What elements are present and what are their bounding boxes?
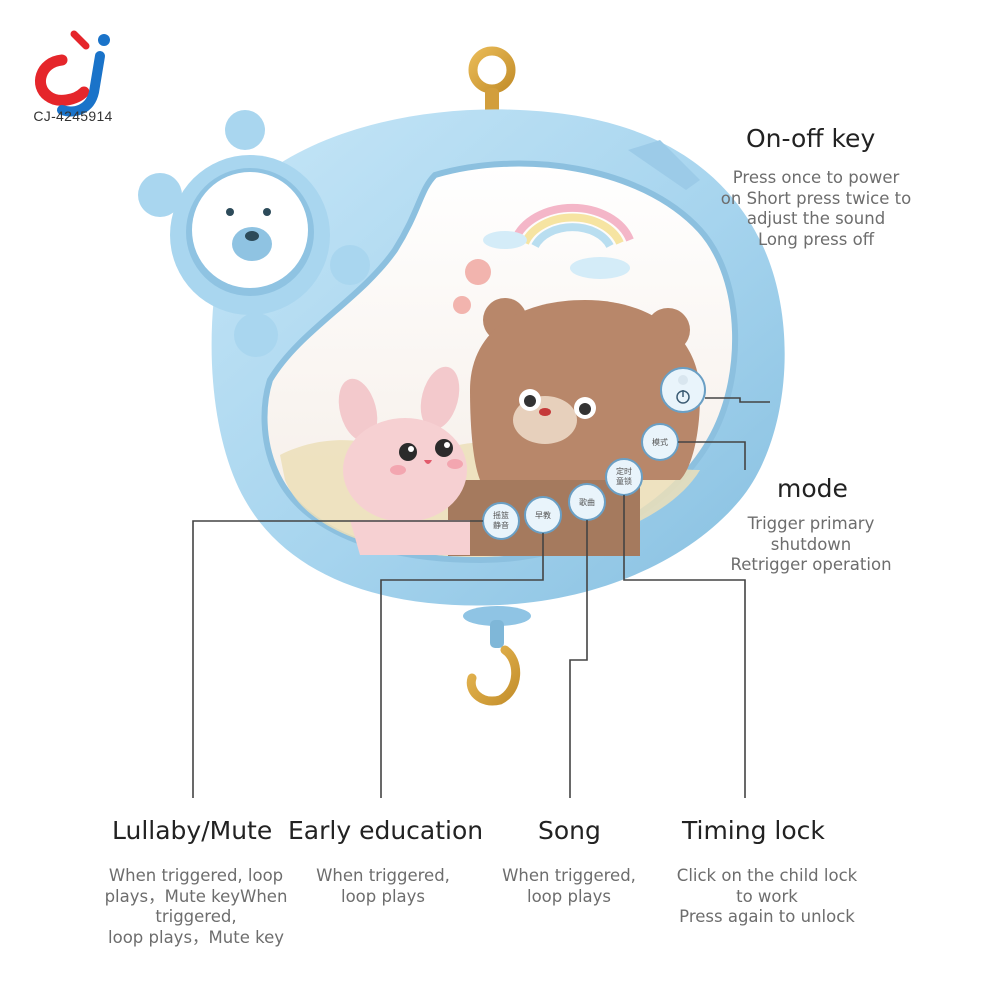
lullaby-title: Lullaby/Mute bbox=[112, 816, 273, 845]
song-title: Song bbox=[538, 816, 601, 845]
callout-lines bbox=[192, 397, 770, 798]
early-education-title: Early education bbox=[288, 816, 484, 845]
bottom-hook bbox=[463, 606, 531, 706]
pink-bunny-illustration bbox=[338, 366, 470, 555]
early-education-button[interactable]: 早教 bbox=[524, 496, 562, 534]
lullaby-description: When triggered, loop plays，Mute keyWhen … bbox=[104, 866, 288, 947]
timing-lock-title: Timing lock bbox=[682, 816, 825, 845]
mode-button[interactable]: 模式 bbox=[641, 423, 679, 461]
mode-title: mode bbox=[777, 474, 848, 503]
early-education-description: When triggered, loop plays bbox=[316, 866, 450, 906]
song-button-label: 歌曲 bbox=[579, 497, 595, 507]
lullaby-label-2: 静音 bbox=[493, 520, 509, 530]
early-education-label: 早教 bbox=[535, 510, 551, 520]
callout-line-timing bbox=[623, 495, 746, 798]
power-button[interactable] bbox=[660, 367, 706, 413]
timing-lock-button[interactable]: 定时 童锁 bbox=[605, 458, 643, 496]
onoff-description: Press once to power on Short press twice… bbox=[720, 168, 912, 249]
callout-line-onoff bbox=[705, 397, 770, 403]
bear-projector-head bbox=[138, 110, 370, 357]
product-sku: CJ-4245914 bbox=[33, 108, 113, 124]
callout-line-early bbox=[380, 533, 544, 798]
brand-logo bbox=[35, 30, 110, 117]
song-description: When triggered, loop plays bbox=[502, 866, 636, 906]
callout-line-mode bbox=[678, 441, 746, 470]
callout-line-song bbox=[569, 520, 588, 798]
rainbow-decoration bbox=[453, 203, 634, 314]
timing-lock-label-1: 定时 bbox=[616, 466, 632, 476]
timing-lock-description: Click on the child lock to work Press ag… bbox=[676, 866, 858, 926]
lullaby-mute-button[interactable]: 摇篮 静音 bbox=[482, 502, 520, 540]
song-button[interactable]: 歌曲 bbox=[568, 483, 606, 521]
lullaby-label-1: 摇篮 bbox=[493, 510, 509, 520]
callout-line-lullaby bbox=[192, 520, 483, 798]
mode-description: Trigger primary shutdown Retrigger opera… bbox=[730, 514, 892, 574]
onoff-title: On-off key bbox=[746, 124, 876, 153]
timing-lock-label-2: 童锁 bbox=[616, 476, 632, 486]
mode-button-label: 模式 bbox=[652, 437, 668, 447]
